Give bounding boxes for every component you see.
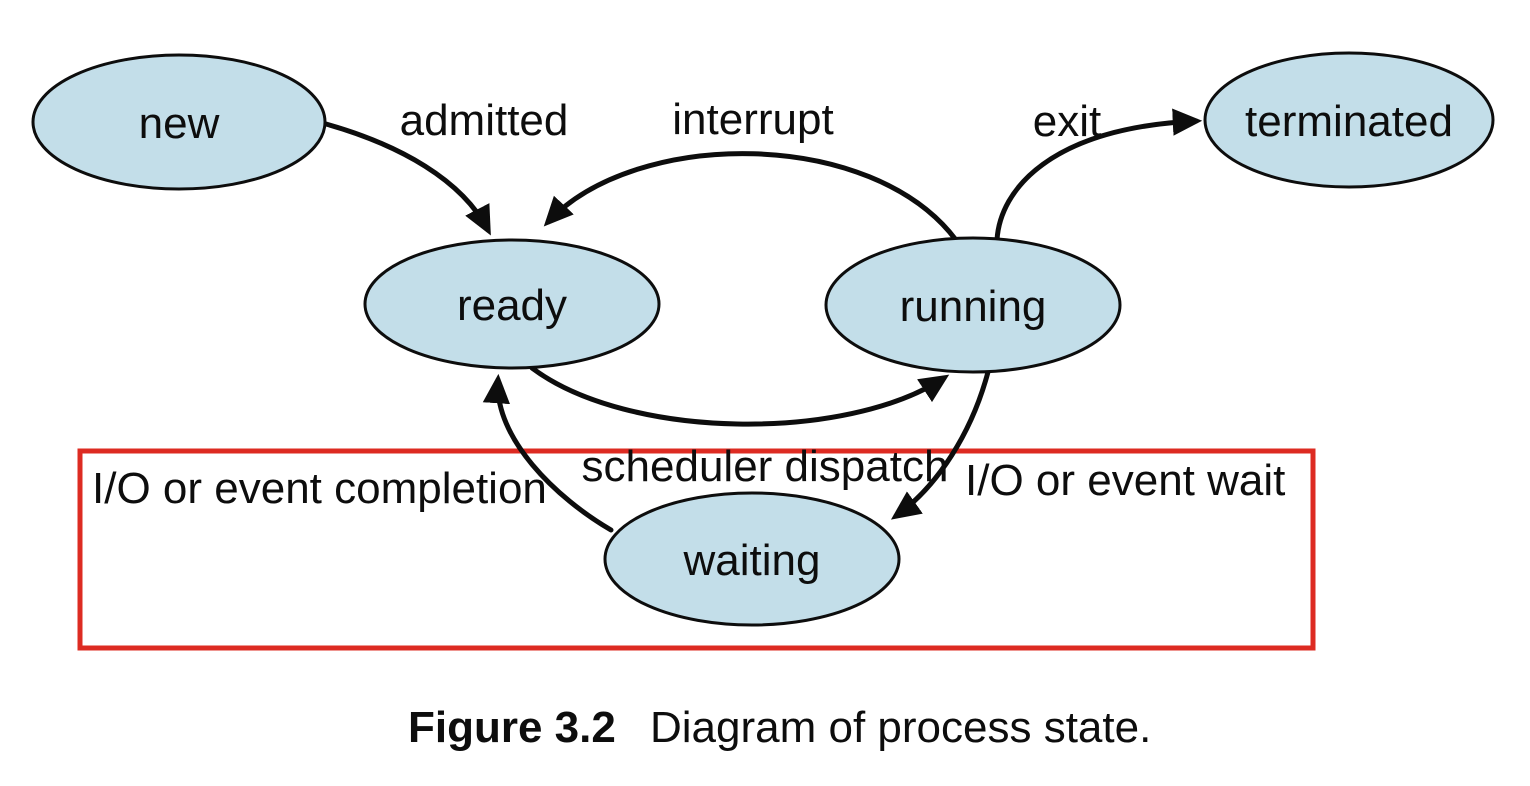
state-ready: ready	[363, 238, 661, 370]
label-interrupt: interrupt	[672, 95, 833, 144]
label-admitted: admitted	[400, 96, 569, 145]
state-ready-label: ready	[457, 281, 567, 330]
state-terminated: terminated	[1203, 51, 1495, 189]
arrow-exit	[994, 108, 1203, 243]
state-new: new	[31, 53, 327, 191]
red-highlight-box	[77, 448, 1316, 651]
label-exit: exit	[1033, 97, 1101, 146]
label-io-wait: I/O or event wait	[965, 456, 1285, 505]
label-io-completion: I/O or event completion	[92, 464, 547, 513]
figure-caption-number: Figure 3.2	[408, 703, 616, 752]
state-new-label: new	[139, 99, 220, 148]
state-waiting: waiting	[603, 491, 901, 627]
label-scheduler-dispatch: scheduler dispatch	[582, 442, 949, 491]
state-running: running	[824, 236, 1122, 374]
state-waiting-ellipse	[603, 491, 901, 627]
state-terminated-label: terminated	[1245, 97, 1453, 146]
state-waiting-label: waiting	[683, 536, 821, 585]
arrow-io-completion	[482, 373, 614, 533]
arrow-io-wait	[890, 369, 991, 520]
figure-caption: Figure 3.2 Diagram of process state.	[408, 703, 1151, 752]
arrow-scheduler-dispatch	[529, 365, 950, 427]
state-terminated-ellipse	[1203, 51, 1495, 189]
state-running-label: running	[900, 282, 1047, 331]
state-new-ellipse	[31, 53, 327, 191]
arrow-interrupt	[543, 151, 959, 243]
state-running-ellipse	[824, 236, 1122, 374]
state-ready-ellipse	[363, 238, 661, 370]
figure-caption-text: Diagram of process state.	[650, 703, 1151, 752]
arrow-admitted	[323, 121, 491, 236]
